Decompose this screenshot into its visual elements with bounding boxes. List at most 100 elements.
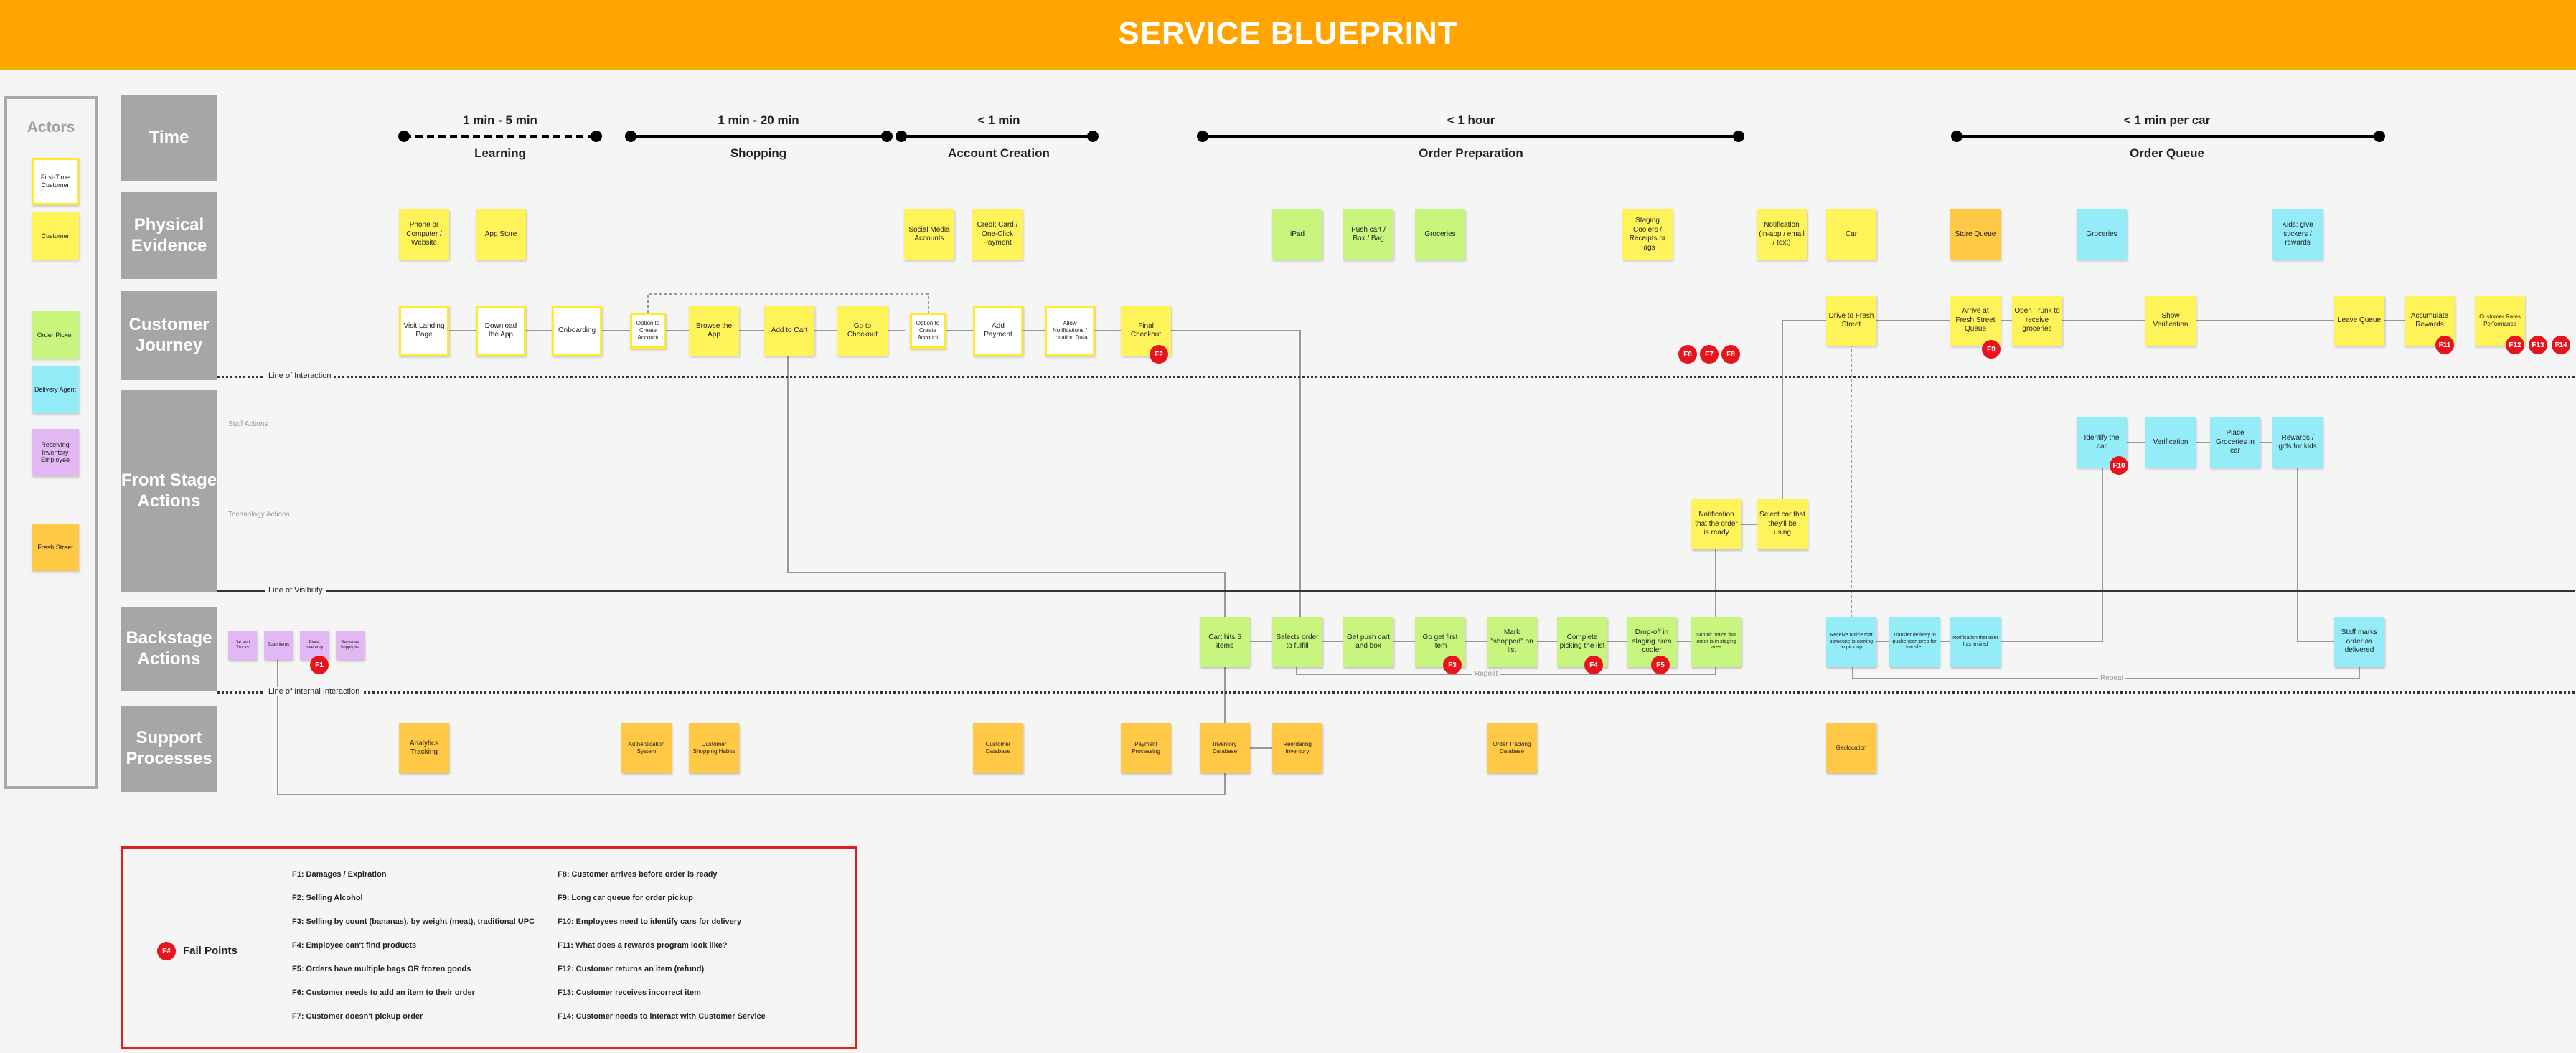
frontstage-rewards-kids: Rewards / gifts for kids — [2272, 417, 2323, 468]
staff-actions-label: Staff Actions — [228, 420, 268, 428]
support-analytics: Analytics Tracking — [399, 723, 449, 773]
backstage-jar-trucks: Jar and Trucks — [228, 631, 257, 660]
physical-notification: Notification (in-app / email / text) — [1757, 209, 1807, 260]
physical-groceries-delivery: Groceries — [2077, 209, 2127, 260]
actor-inventory-employee: Receiving Inventory Employee — [32, 429, 79, 476]
actor-fresh-street: Fresh Street — [32, 524, 79, 571]
actor-first-time-customer: First-Time Customer — [32, 158, 79, 205]
backstage-scan-items: Scan Items — [264, 631, 293, 660]
legend-fail-badge: F# — [157, 942, 176, 960]
backstage-place-inventory: Place Inventory — [300, 631, 329, 660]
backstage-user-arrived: Notification that user has arrived — [1950, 617, 2001, 667]
timeline-phase-order-prep: Order Preparation — [1419, 146, 1523, 160]
journey-allow-notifications: Allow Notifications / Location Data — [1045, 306, 1095, 356]
fail-badge-f12: F12 — [2506, 336, 2524, 354]
backstage-submit-notice: Submit notice that order is in staging a… — [1691, 617, 1741, 667]
backstage-select-order: Selects order to fulfill — [1272, 617, 1322, 667]
physical-kids-stickers: Kids: give stickers / rewards — [2272, 209, 2323, 260]
lane-physical-evidence: Physical Evidence — [121, 192, 217, 279]
fail-badge-f4: F4 — [1584, 656, 1603, 674]
line-of-visibility — [217, 590, 2575, 592]
fail-badge-f7: F7 — [1700, 345, 1719, 364]
line-of-interaction — [217, 376, 2575, 378]
physical-car: Car — [1826, 209, 1876, 260]
journey-browse-app: Browse the App — [689, 306, 739, 356]
timeline-phase-order-queue: Order Queue — [2130, 146, 2204, 160]
backstage-mark-shopped: Mark "shopped" on list — [1487, 617, 1537, 667]
technology-actions-label: Technology Actions — [228, 511, 290, 519]
line-of-visibility-label: Line of Visibility — [265, 586, 326, 595]
frontstage-select-car: Select car that they'll be using — [1757, 499, 1808, 549]
physical-groceries-picker: Groceries — [1415, 209, 1465, 260]
timeline-phase-learning: Learning — [474, 146, 526, 160]
journey-arrive-queue: Arrive at Fresh Street Queue — [1950, 296, 2001, 346]
physical-app-store: App Store — [476, 209, 526, 260]
lane-front-stage: Front Stage Actions — [121, 390, 217, 592]
backstage-get-push-cart: Get push cart and box — [1343, 617, 1393, 667]
timeline-duration-shopping: 1 min - 20 min — [718, 113, 799, 127]
actor-customer: Customer — [32, 212, 79, 260]
support-order-tracking: Order Tracking Database — [1487, 723, 1537, 773]
physical-push-cart: Push cart / Box / Bag — [1343, 209, 1393, 260]
physical-store-queue: Store Queue — [1950, 209, 2001, 260]
repeat-label-delivery: Repeat — [2098, 674, 2126, 682]
physical-phone: Phone or Computer / Website — [399, 209, 449, 260]
legend-f10: F10: Employees need to identify cars for… — [558, 917, 742, 926]
legend-f13: F13: Customer receives incorrect item — [558, 988, 701, 997]
lane-time: Time — [121, 95, 217, 181]
journey-add-to-cart: Add to Cart — [764, 306, 814, 356]
fail-badge-f9: F9 — [1982, 340, 2001, 359]
fail-badge-f14: F14 — [2552, 336, 2570, 354]
fail-badge-f10: F10 — [2110, 456, 2128, 475]
legend-f4: F4: Employee can't find products — [292, 941, 417, 950]
physical-social-media: Social Media Accounts — [904, 209, 954, 260]
backstage-transfer-delivery: Transfer delivery to pusher/cart prep fo… — [1889, 617, 1940, 667]
legend-f2: F2: Selling Alcohol — [292, 894, 363, 902]
journey-show-verification: Show Verification — [2145, 296, 2196, 346]
fail-badge-f6: F6 — [1678, 345, 1697, 364]
legend-f1: F1: Damages / Expiration — [292, 870, 387, 879]
journey-download-app: Download the App — [476, 306, 526, 356]
timeline-duration-order-prep: < 1 hour — [1447, 113, 1495, 127]
line-of-internal-interaction — [217, 691, 2575, 694]
frontstage-verification: Verification — [2145, 417, 2196, 468]
backstage-reinstate-supply: Reinstate Supply list — [336, 631, 365, 660]
repeat-label-picking: Repeat — [1472, 670, 1500, 678]
timeline-duration-order-queue: < 1 min per car — [2123, 113, 2211, 127]
physical-ipad: iPad — [1272, 209, 1322, 260]
backstage-receive-notice: Receive notice that someone is coming to… — [1826, 617, 1876, 667]
page-title: SERVICE BLUEPRINT — [1118, 16, 1458, 51]
support-geolocation: Geolocation — [1826, 723, 1876, 773]
fail-points-legend: F# Fail Points F1: Damages / Expiration … — [121, 846, 857, 1049]
backstage-drop-off-staging: Drop-off in staging area cooler — [1627, 617, 1677, 667]
timeline-duration-account: < 1 min — [977, 113, 1020, 127]
journey-option-create-account-1: Option to Create Account — [630, 313, 666, 349]
lane-customer-journey: Customer Journey — [121, 291, 217, 380]
legend-f8: F8: Customer arrives before order is rea… — [558, 870, 718, 879]
legend-f3: F3: Selling by count (bananas), by weigh… — [292, 917, 535, 926]
backstage-cart-hits-5: Cart hits 5 items — [1200, 617, 1250, 667]
line-of-interaction-label: Line of Interaction — [265, 372, 334, 380]
legend-f12: F12: Customer returns an item (refund) — [558, 965, 705, 973]
support-inventory-database: Inventory Database — [1200, 723, 1250, 773]
frontstage-order-ready-notification: Notification that the order is ready — [1691, 499, 1741, 549]
fail-badge-f1: F1 — [310, 656, 329, 674]
line-of-internal-interaction-label: Line of Internal Interaction — [265, 687, 363, 696]
actors-panel: Actors First-Time Customer Customer Orde… — [4, 96, 98, 789]
journey-onboarding: Onboarding — [552, 306, 602, 356]
journey-open-trunk: Open Trunk to receive groceries — [2012, 296, 2062, 346]
journey-leave-queue: Leave Queue — [2334, 296, 2384, 346]
support-authentication: Authentication System — [621, 723, 672, 773]
fail-badge-f2: F2 — [1150, 345, 1168, 364]
legend-f6: F6: Customer needs to add an item to the… — [292, 988, 475, 997]
legend-f5: F5: Orders have multiple bags OR frozen … — [292, 965, 471, 973]
fail-badge-f3: F3 — [1443, 656, 1462, 674]
actors-heading: Actors — [27, 119, 75, 136]
legend-f11: F11: What does a rewards program look li… — [558, 941, 728, 950]
timeline-phase-shopping: Shopping — [730, 146, 787, 160]
title-banner — [0, 0, 2576, 70]
backstage-staff-marks-delivered: Staff marks order as delivered — [2334, 617, 2384, 667]
support-shopping-habits: Customer Shopping Habits — [689, 723, 739, 773]
fail-badge-f13: F13 — [2529, 336, 2547, 354]
